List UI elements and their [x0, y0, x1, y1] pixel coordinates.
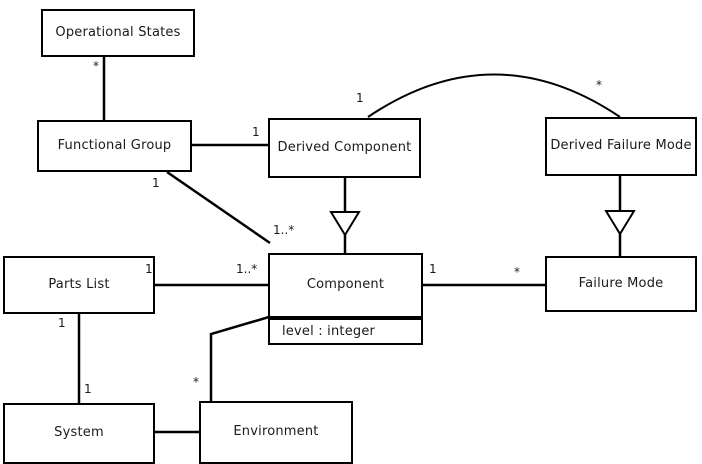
multiplicity-component-parts-list-end: 1..*: [236, 262, 258, 276]
class-box-system[interactable]: System: [3, 403, 155, 464]
edge-environment-component: [209, 315, 270, 401]
multiplicity-operational-states-end: *: [93, 59, 99, 73]
multiplicity-derived-failure-mode-arc-end: *: [596, 78, 602, 92]
generalization-arrowhead-derivedcomponent: [329, 211, 361, 237]
edge-derivedcomponent-derivedfailuremode-arc: [367, 73, 621, 118]
class-name-derived-component: Derived Component: [277, 139, 412, 155]
multiplicity-environment-component-end: *: [193, 375, 199, 389]
class-box-derived-component[interactable]: Derived Component: [268, 118, 421, 178]
class-attributes-component[interactable]: level : integer: [268, 318, 423, 345]
class-name-component: Component: [306, 277, 385, 293]
class-name-environment: Environment: [233, 424, 319, 440]
attribute-level: level : integer: [282, 324, 376, 339]
multiplicity-component-functional-group-end: 1..*: [273, 223, 295, 237]
class-name-derived-failure-mode: Derived Failure Mode: [550, 138, 692, 154]
multiplicity-failure-mode-component-end: *: [514, 265, 520, 279]
class-box-operational-states[interactable]: Operational States: [41, 9, 195, 57]
class-name-functional-group: Functional Group: [57, 137, 172, 153]
class-name-failure-mode: Failure Mode: [578, 275, 664, 291]
class-box-component[interactable]: Component: [268, 253, 423, 318]
edge-functionalgroup-component: [166, 170, 271, 245]
multiplicity-component-failure-mode-end: 1: [429, 262, 437, 276]
multiplicity-derived-component-association: 1: [252, 125, 260, 139]
class-box-environment[interactable]: Environment: [199, 401, 353, 464]
class-box-derived-failure-mode[interactable]: Derived Failure Mode: [545, 117, 697, 176]
multiplicity-functional-group-component-end: 1: [152, 176, 160, 190]
multiplicity-parts-list-component-end: 1: [145, 262, 153, 276]
class-name-parts-list: Parts List: [48, 276, 110, 292]
class-name-operational-states: Operational States: [55, 24, 181, 40]
class-name-system: System: [54, 425, 104, 441]
class-box-functional-group[interactable]: Functional Group: [37, 120, 192, 172]
class-box-failure-mode[interactable]: Failure Mode: [545, 256, 697, 312]
class-box-parts-list[interactable]: Parts List: [3, 256, 155, 314]
multiplicity-derived-component-arc-end: 1: [356, 91, 364, 105]
multiplicity-system-parts-list-end: 1: [84, 382, 92, 396]
generalization-arrowhead-derivedfailuremode: [604, 210, 636, 236]
multiplicity-parts-list-system-end: 1: [58, 316, 66, 330]
